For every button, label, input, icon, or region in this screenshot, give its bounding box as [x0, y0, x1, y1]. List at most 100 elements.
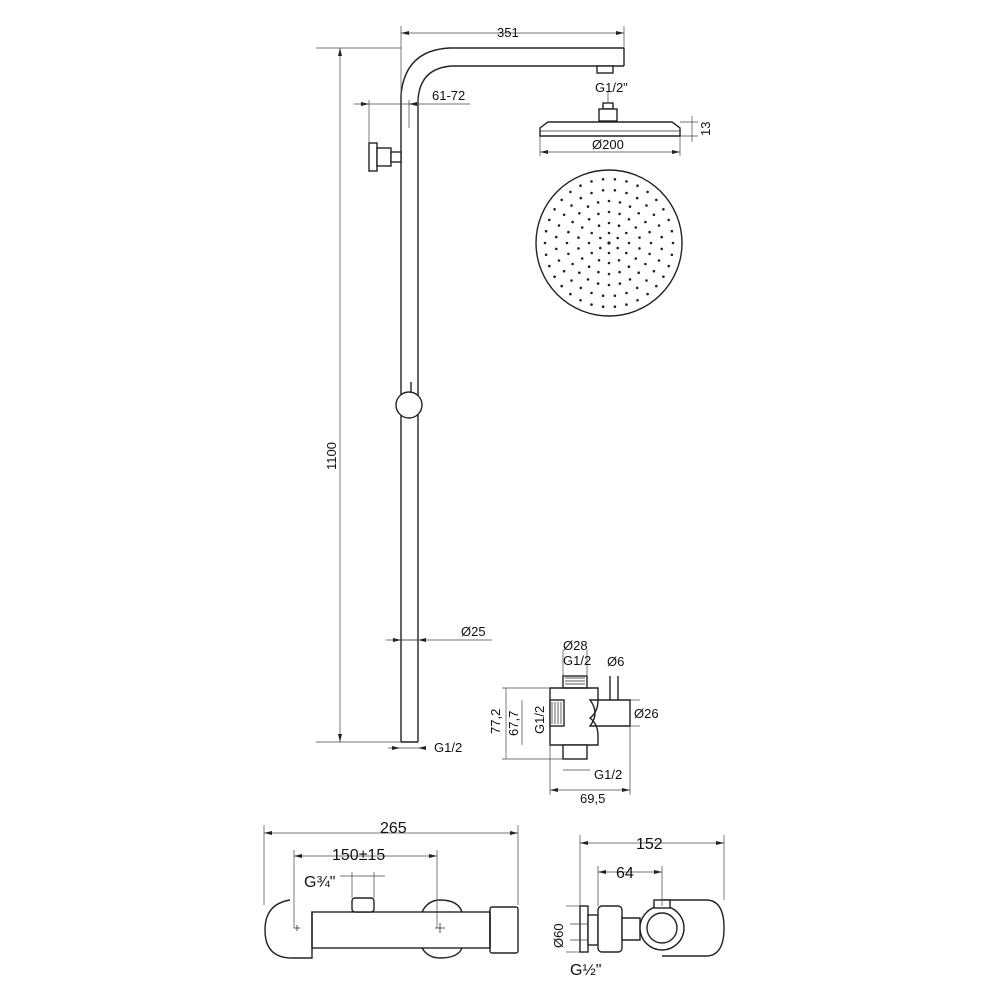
- nozzle-dot: [567, 230, 570, 234]
- nozzle-dot: [613, 178, 617, 181]
- nozzle-dot: [646, 190, 649, 194]
- nozzle-dot: [577, 247, 580, 250]
- nozzle-dot: [607, 221, 611, 225]
- nozzle-dot: [596, 201, 600, 204]
- nozzle-pattern: [543, 178, 675, 309]
- nozzle-dot: [548, 264, 551, 268]
- nozzle-dot: [577, 236, 580, 239]
- nozzle-dot: [560, 284, 563, 288]
- nozzle-dot: [625, 180, 628, 183]
- dim-g12-tap-label: G½": [570, 962, 601, 979]
- nozzle-dot: [638, 236, 641, 239]
- nozzle-dot: [625, 191, 628, 195]
- shower-head-side: G1/2" 13 Ø200: [539, 80, 713, 156]
- nozzle-dot: [562, 213, 566, 217]
- nozzle-dot: [562, 269, 566, 273]
- nozzle-dot: [618, 282, 622, 285]
- nozzle-dot: [580, 226, 584, 229]
- dim-25: Ø25: [386, 624, 492, 642]
- dim-64-label: 64: [616, 865, 634, 882]
- dim-152-label: 152: [636, 836, 663, 853]
- nozzle-dot: [670, 253, 674, 257]
- dim-351-label: 351: [497, 25, 519, 40]
- nozzle-dot: [569, 190, 572, 194]
- nozzle-dot: [652, 213, 656, 217]
- nozzle-dot: [587, 241, 591, 245]
- nozzle-dot: [635, 286, 639, 290]
- nozzle-dot: [607, 241, 611, 245]
- nozzle-dot: [578, 212, 581, 215]
- nozzle-dot: [645, 204, 648, 207]
- nozzle-dot: [613, 305, 617, 309]
- diverter: Ø28 G1/2 Ø6 77,2 67,7 G1/2 Ø26 G1/2 69,5: [488, 638, 659, 806]
- dim-g12-top-label: G1/2: [563, 653, 591, 668]
- dim-28-label: Ø28: [563, 638, 588, 653]
- nozzle-dot: [613, 294, 617, 298]
- nozzle-dot: [613, 189, 617, 192]
- nozzle-dot: [607, 251, 611, 255]
- nozzle-dot: [590, 191, 593, 195]
- thermostat-side: 152 64 Ø60 G½": [551, 835, 725, 979]
- nozzle-dot: [571, 262, 574, 266]
- dim-g12-bottom-label: G1/2: [434, 740, 462, 755]
- nozzle-dot: [599, 246, 602, 250]
- nozzle-dot: [625, 303, 628, 306]
- nozzle-dot: [627, 265, 631, 269]
- nozzle-dot: [590, 251, 593, 255]
- nozzle-dot: [578, 271, 581, 275]
- nozzle-dot: [618, 201, 622, 204]
- nozzle-dot: [601, 294, 605, 298]
- nozzle-dot: [570, 279, 573, 282]
- dim-200-label: Ø200: [592, 137, 624, 152]
- dim-1100-label: 1100: [324, 442, 339, 470]
- nozzle-dot: [557, 259, 561, 262]
- nozzle-dot: [601, 305, 605, 309]
- dim-g12-head-label: G1/2": [595, 80, 628, 95]
- nozzle-dot: [607, 272, 611, 276]
- nozzle-dot: [560, 198, 563, 202]
- nozzle-dot: [637, 212, 640, 215]
- nozzle-dot: [625, 251, 628, 255]
- nozzle-dot: [590, 291, 593, 295]
- nozzle-dot: [648, 252, 651, 256]
- nozzle-dot: [644, 220, 647, 224]
- nozzle-dot: [596, 282, 600, 285]
- nozzle-dot: [544, 229, 548, 233]
- shower-head-face: [535, 169, 683, 317]
- nozzle-dot: [569, 292, 572, 296]
- nozzle-dot: [579, 286, 583, 290]
- nozzle-dot: [628, 205, 632, 208]
- shower-column: [368, 47, 625, 743]
- nozzle-dot: [579, 184, 582, 187]
- nozzle-dot: [579, 299, 582, 302]
- nozzle-dot: [587, 265, 591, 269]
- nozzle-dot: [543, 241, 547, 245]
- nozzle-dot: [597, 270, 600, 274]
- nozzle-dot: [617, 259, 621, 262]
- nozzle-dot: [607, 210, 611, 214]
- nozzle-dot: [648, 230, 651, 234]
- nozzle-dot: [670, 229, 674, 233]
- nozzle-dot: [601, 189, 605, 192]
- nozzle-dot: [548, 218, 551, 222]
- nozzle-dot: [655, 198, 658, 202]
- nozzle-dot: [644, 262, 647, 266]
- dim-g12-side-label: G1/2: [532, 706, 547, 734]
- nozzle-dot: [657, 259, 661, 262]
- nozzle-dot: [616, 236, 619, 240]
- nozzle-dot: [645, 279, 648, 282]
- nozzle-dot: [625, 291, 628, 295]
- nozzle-dot: [616, 246, 619, 250]
- nozzle-dot: [625, 231, 628, 235]
- nozzle-dot: [667, 218, 670, 222]
- nozzle-dot: [634, 226, 638, 229]
- dim-67-label: 67,7: [506, 711, 521, 736]
- nozzle-dot: [634, 257, 638, 260]
- dim-61-72-label: 61-72: [432, 88, 465, 103]
- dim-g34-label: G¾": [304, 874, 335, 891]
- nozzle-dot: [607, 283, 611, 287]
- nozzle-dot: [652, 269, 656, 273]
- nozzle-dot: [660, 235, 663, 239]
